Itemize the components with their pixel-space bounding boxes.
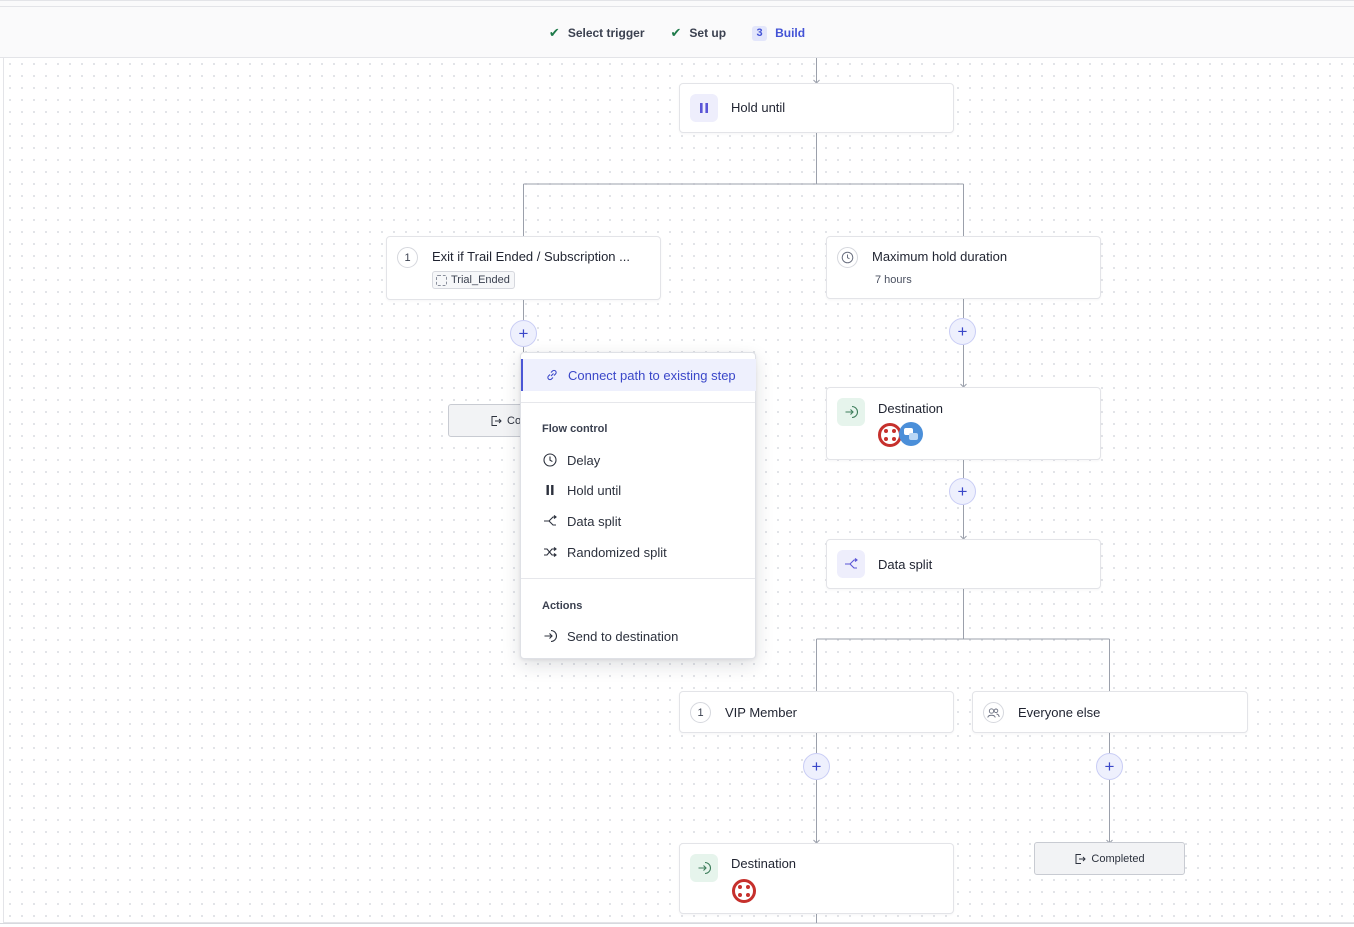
link-icon — [547, 369, 557, 381]
top-edge — [0, 6, 1354, 7]
menu-item-randomized-split[interactable]: Randomized split — [542, 544, 667, 560]
tag-label: Trial_Ended — [451, 274, 510, 286]
send-icon — [542, 628, 558, 644]
check-icon: ✔ — [548, 25, 560, 40]
add-step-button[interactable]: + — [949, 478, 976, 505]
send-icon — [837, 398, 865, 426]
menu-item-label: Connect path to existing step — [568, 367, 736, 383]
step-set-up[interactable]: ✔ Set up — [671, 25, 727, 41]
send-icon — [690, 854, 718, 882]
menu-item-label: Data split — [567, 513, 622, 529]
completed-label: Co — [507, 414, 522, 427]
step-label: Build — [775, 26, 806, 40]
node-title: Maximum hold duration — [872, 249, 1008, 264]
twilio-logo — [732, 879, 756, 903]
menu-item-label: Send to destination — [567, 628, 679, 644]
actions-heading: Actions — [542, 600, 583, 612]
data-split-node[interactable]: Data split — [826, 539, 1101, 589]
add-step-button[interactable]: + — [1096, 753, 1123, 780]
event-icon — [436, 274, 447, 286]
check-icon: ✔ — [670, 25, 682, 40]
stepper: ✔ Select trigger ✔ Set up 3 Build — [0, 25, 1354, 41]
exit-icon — [1075, 853, 1087, 864]
top-bar: ✔ Select trigger ✔ Set up 3 Build — [0, 0, 1354, 58]
shuffle-icon — [542, 544, 558, 560]
users-icon — [983, 702, 1004, 723]
menu-divider — [521, 578, 755, 579]
split-icon — [837, 550, 865, 578]
exit-branch-node[interactable]: 1 Exit if Trail Ended / Subscription ...… — [386, 236, 661, 300]
add-step-menu: Connect path to existing step Flow contr… — [520, 352, 756, 659]
node-title: Exit if Trail Ended / Subscription ... — [432, 249, 630, 264]
node-title: Destination — [878, 401, 944, 416]
pause-icon — [690, 94, 718, 122]
node-title: VIP Member — [725, 705, 798, 720]
node-title: Destination — [731, 856, 797, 871]
everyone-else-branch-node[interactable]: Everyone else — [972, 691, 1248, 733]
flow-control-heading: Flow control — [542, 423, 608, 435]
completed-label: Completed — [1091, 852, 1145, 865]
step-select-trigger[interactable]: ✔ Select trigger — [549, 25, 645, 41]
split-icon — [542, 513, 558, 529]
node-title: Data split — [878, 557, 933, 572]
canvas-bottom-border — [0, 923, 1354, 924]
chat-app-logo — [899, 422, 923, 446]
menu-item-label: Hold until — [567, 482, 622, 498]
step-label: Set up — [689, 26, 727, 40]
menu-item-label: Delay — [567, 452, 601, 468]
branch-number-badge: 1 — [690, 702, 711, 723]
add-step-button[interactable]: + — [510, 320, 537, 347]
hold-until-node[interactable]: Hold until — [679, 83, 954, 133]
node-subtitle: 7 hours — [875, 274, 912, 286]
node-title: Everyone else — [1018, 705, 1101, 720]
clock-icon — [542, 452, 558, 468]
menu-item-label: Randomized split — [567, 544, 667, 560]
menu-item-hold-until[interactable]: Hold until — [542, 482, 621, 498]
branch-number-badge: 1 — [397, 247, 418, 268]
destination-node[interactable]: Destination — [679, 843, 954, 914]
pause-icon — [542, 482, 558, 498]
exit-icon — [491, 415, 502, 426]
connect-path-menu-item[interactable]: Connect path to existing step — [521, 359, 756, 391]
menu-divider — [521, 402, 755, 403]
event-tag: Trial_Ended — [432, 271, 515, 289]
step-build[interactable]: 3 Build — [752, 25, 805, 41]
node-title: Hold until — [731, 100, 786, 115]
menu-item-delay[interactable]: Delay — [542, 452, 600, 468]
step-number: 3 — [752, 25, 768, 41]
add-step-button[interactable]: + — [803, 753, 830, 780]
add-step-button[interactable]: + — [949, 318, 976, 345]
vip-member-branch-node[interactable]: 1 VIP Member — [679, 691, 954, 733]
destination-node[interactable]: Destination — [826, 387, 1101, 460]
menu-item-send-to-destination[interactable]: Send to destination — [542, 628, 678, 644]
menu-item-data-split[interactable]: Data split — [542, 513, 621, 529]
step-label: Select trigger — [567, 26, 645, 40]
clock-icon — [837, 247, 858, 268]
max-hold-duration-node[interactable]: Maximum hold duration 7 hours — [826, 236, 1101, 299]
completed-node[interactable]: Completed — [1034, 842, 1185, 875]
